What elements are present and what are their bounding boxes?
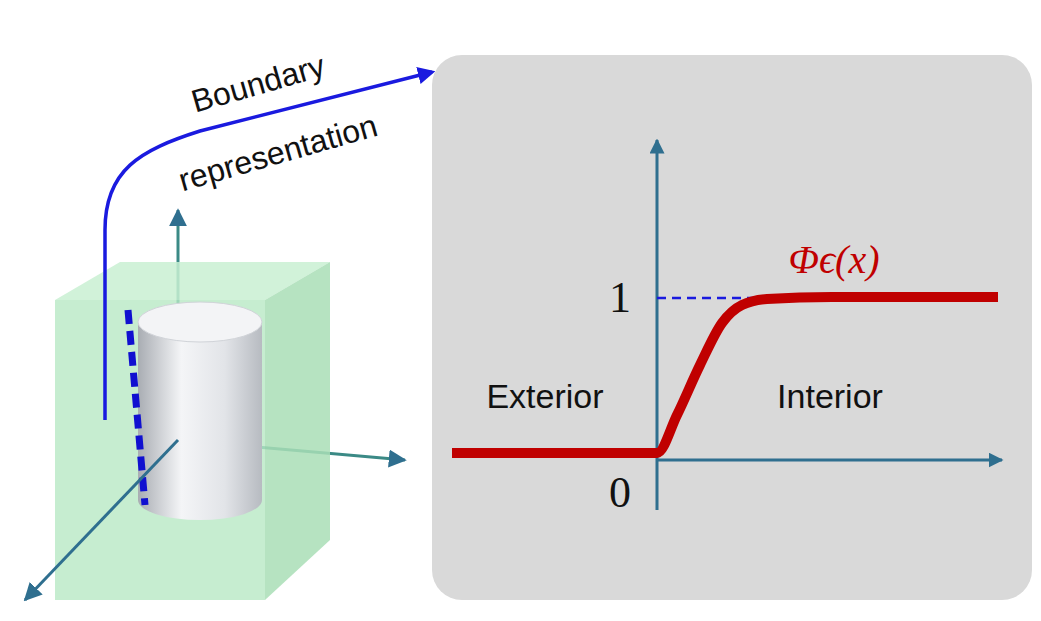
indicator-curve (452, 297, 998, 453)
region-label: Interior (777, 378, 883, 415)
cube-front (55, 300, 265, 600)
cylinder-body (138, 322, 262, 520)
tick-label: 1 (609, 274, 631, 322)
plot-axes (432, 55, 1032, 600)
y-axis (25, 440, 178, 600)
function-label: Φϵ(x) (789, 238, 880, 282)
horizontal-axis (657, 459, 1002, 462)
region-label: Exterior (486, 378, 603, 415)
arrow-label: Boundary representation (118, 12, 417, 225)
cube-side (265, 262, 330, 600)
cylinder-top (138, 302, 262, 342)
tick-label: 0 (609, 469, 631, 517)
function-plot-panel: Φϵ(x) 1Exterior Interior 0 (432, 55, 1032, 600)
